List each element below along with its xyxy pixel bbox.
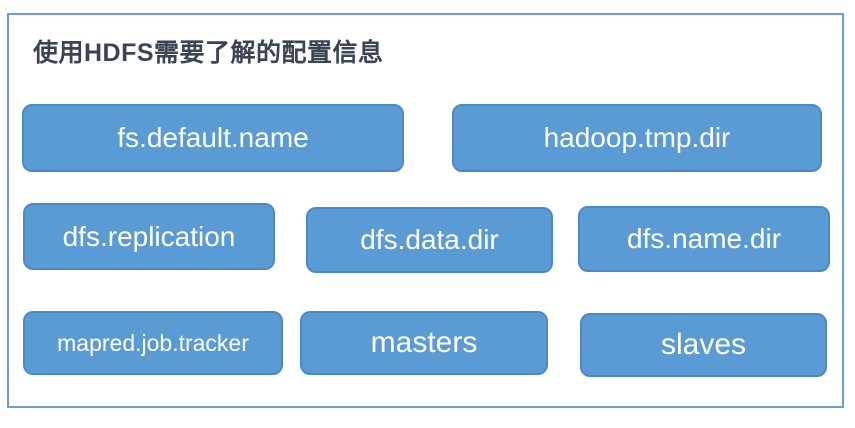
config-box-label: dfs.data.dir	[360, 224, 499, 255]
config-box-fs-default-name: fs.default.name	[22, 104, 404, 172]
config-box-masters: masters	[300, 311, 548, 375]
config-box-hadoop-tmp-dir: hadoop.tmp.dir	[452, 104, 822, 172]
config-box-label: dfs.name.dir	[626, 223, 782, 254]
config-box-dfs-name-dir: dfs.name.dir	[578, 206, 830, 272]
config-box-label: fs.default.name	[117, 122, 309, 153]
config-box-label: masters	[370, 326, 478, 359]
slide-title: 使用HDFS需要了解的配置信息	[33, 39, 384, 67]
config-box-mapred-job-tracker: mapred.job.tracker	[23, 311, 283, 375]
config-box-label: hadoop.tmp.dir	[543, 122, 731, 153]
config-box-label: slaves	[660, 328, 747, 361]
config-box-slaves: slaves	[580, 313, 827, 377]
config-box-dfs-replication: dfs.replication	[23, 203, 275, 270]
config-box-label: dfs.replication	[62, 220, 236, 252]
config-box-label: mapred.job.tracker	[57, 329, 249, 356]
config-box-dfs-data-dir: dfs.data.dir	[306, 207, 553, 273]
